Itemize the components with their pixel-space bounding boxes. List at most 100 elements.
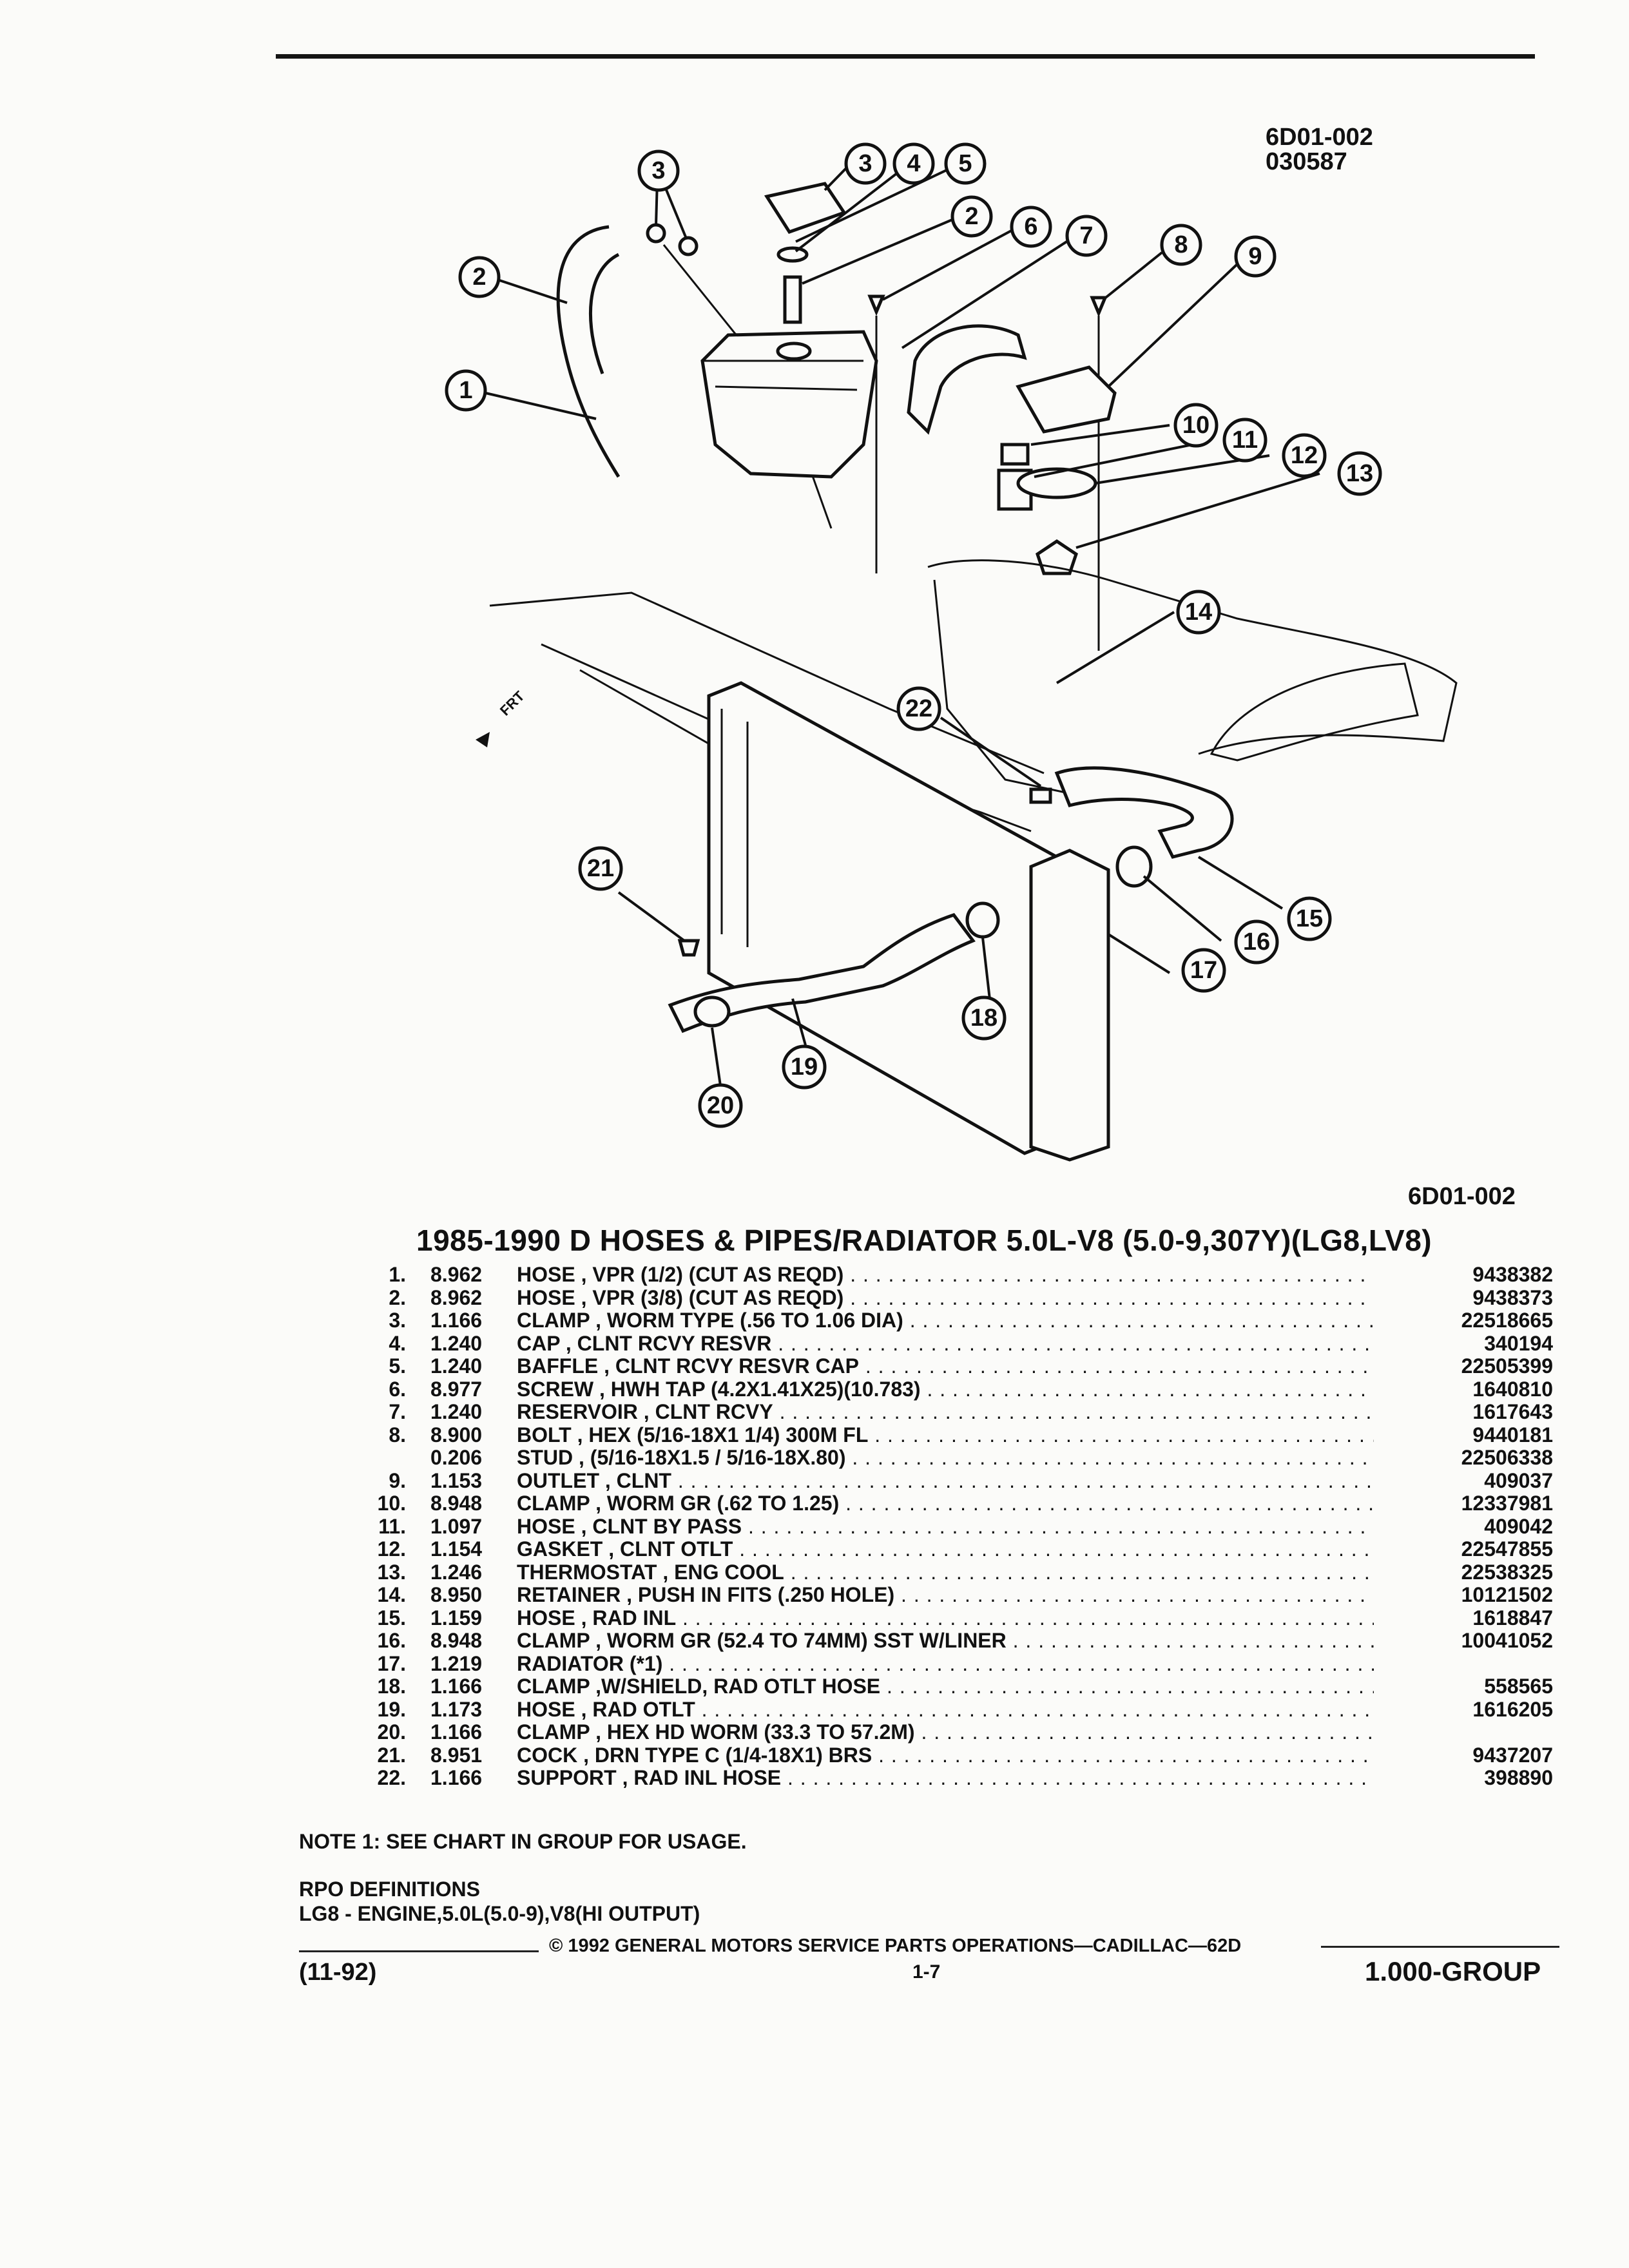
svg-text:17: 17 <box>1190 957 1217 984</box>
callout-18: 18 <box>961 995 1007 1041</box>
part-description: THERMOSTAT , ENG COOL <box>517 1561 1374 1584</box>
part-number: 409042 <box>1484 1514 1553 1538</box>
item-number: 3. <box>389 1309 406 1332</box>
group-number: 0.206 <box>430 1446 483 1469</box>
bypass-hose <box>907 324 1027 435</box>
item-number: 17. <box>377 1651 406 1675</box>
svg-text:22: 22 <box>905 695 932 722</box>
part-description: BAFFLE , CLNT RCVY RESVR CAP <box>517 1354 1374 1378</box>
outlet-hose-clamp <box>965 901 1000 939</box>
parts-list-row: 3. 1.166 CLAMP , WORM TYPE (.56 TO 1.06 DI… <box>309 1309 1553 1332</box>
page-number: 1-7 <box>912 1961 941 1983</box>
svg-text:11: 11 <box>1232 427 1258 454</box>
svg-text:10: 10 <box>1182 412 1210 439</box>
group-number: 1.240 <box>430 1331 483 1355</box>
item-number: 8. <box>389 1423 406 1446</box>
part-number: 1617643 <box>1472 1400 1553 1423</box>
part-number: 22505399 <box>1461 1354 1553 1378</box>
footer-rule-right <box>1321 1946 1559 1948</box>
part-description: HOSE , CLNT BY PASS <box>517 1515 1374 1539</box>
item-number: 12. <box>377 1537 406 1561</box>
callout-20: 20 <box>698 1083 743 1128</box>
parts-list-row: 8. 8.900 BOLT , HEX (5/16-18X1 1/4) 300M F… <box>309 1423 1553 1446</box>
callout-9: 9 <box>1234 235 1277 278</box>
callout-3-left: 3 <box>637 149 680 192</box>
callout-5: 4 <box>892 142 935 185</box>
part-number: 1616205 <box>1472 1697 1553 1721</box>
callout-21: 21 <box>578 846 623 891</box>
svg-text:3: 3 <box>651 157 665 184</box>
item-number: 16. <box>377 1629 406 1652</box>
callout-10: 10 <box>1173 403 1219 448</box>
copyright-line: © 1992 GENERAL MOTORS SERVICE PARTS OPER… <box>549 1936 1242 1956</box>
item-number: 6. <box>389 1377 406 1401</box>
outlet-clamp <box>1000 443 1030 466</box>
callout-13: 13 <box>1337 451 1382 496</box>
part-number: 22518665 <box>1461 1309 1553 1332</box>
part-number: 12337981 <box>1461 1492 1553 1515</box>
group-number: 8.950 <box>430 1583 483 1606</box>
part-number: 22506338 <box>1461 1446 1553 1469</box>
reservoir-baffle <box>776 246 809 263</box>
part-description: SCREW , HWH TAP (4.2X1.41X25)(10.783) <box>517 1378 1374 1401</box>
item-number: 22. <box>377 1766 406 1789</box>
part-number: 9438382 <box>1472 1263 1553 1286</box>
rpo-definition: LG8 - ENGINE,5.0L(5.0-9),V8(HI OUTPUT) <box>299 1902 700 1925</box>
part-description: CLAMP , WORM TYPE (.56 TO 1.06 DIA) <box>517 1309 1374 1332</box>
callout-11: 11 <box>1222 418 1268 463</box>
worm-clamp-b <box>678 236 699 256</box>
item-number: 14. <box>377 1583 406 1606</box>
radiator-inlet-hose <box>1054 766 1234 859</box>
svg-text:12: 12 <box>1291 442 1318 469</box>
radiator-outlet-hose <box>668 913 976 1033</box>
usage-note: NOTE 1: SEE CHART IN GROUP FOR USAGE. <box>299 1830 747 1853</box>
svg-text:3: 3 <box>858 150 872 177</box>
svg-text:1: 1 <box>459 377 472 404</box>
callout-2-left: 2 <box>458 256 501 298</box>
part-description: RETAINER , PUSH IN FITS (.250 HOLE) <box>517 1583 1374 1607</box>
part-number: 9438373 <box>1472 1285 1553 1309</box>
svg-text:5: 5 <box>958 150 972 177</box>
tap-screw <box>867 294 885 316</box>
svg-text:9: 9 <box>1248 243 1262 270</box>
group-number: 8.900 <box>430 1423 483 1446</box>
group-number: 1.166 <box>430 1309 483 1332</box>
revision-date: (11-92) <box>299 1959 377 1986</box>
figure-code-top: 6D01-002 <box>1266 124 1373 151</box>
item-number: 20. <box>377 1720 406 1744</box>
group-label: 1.000-GROUP <box>1365 1956 1541 1986</box>
group-number: 8.962 <box>430 1285 483 1309</box>
part-number: 398890 <box>1484 1766 1553 1789</box>
radiator-tank <box>1029 849 1110 1162</box>
figure-date-code: 030587 <box>1266 148 1347 175</box>
worm-clamp-a <box>646 223 666 244</box>
part-number: 409037 <box>1484 1468 1553 1492</box>
part-description: BOLT , HEX (5/16-18X1 1/4) 300M FL <box>517 1423 1374 1447</box>
svg-text:7: 7 <box>1079 222 1093 249</box>
item-number: 21. <box>377 1743 406 1767</box>
item-number: 1. <box>389 1263 406 1286</box>
group-number: 1.159 <box>430 1606 483 1629</box>
part-description: GASKET , CLNT OTLT <box>517 1537 1374 1561</box>
part-description: STUD , (5/16-18X1.5 / 5/16-18X.80) <box>517 1446 1374 1470</box>
callout-6: 6 <box>1010 206 1052 248</box>
item-number: 4. <box>389 1331 406 1355</box>
radiator-core <box>707 681 1059 1155</box>
hex-bolt <box>1090 296 1108 318</box>
callout-2-right: 2 <box>950 195 993 238</box>
inlet-hose-clamp <box>1115 845 1153 888</box>
part-description: CLAMP , HEX HD WORM (33.3 TO 57.2M) <box>517 1720 1374 1744</box>
part-description: CLAMP , WORM GR (52.4 TO 74MM) SST W/LIN… <box>517 1629 1374 1653</box>
